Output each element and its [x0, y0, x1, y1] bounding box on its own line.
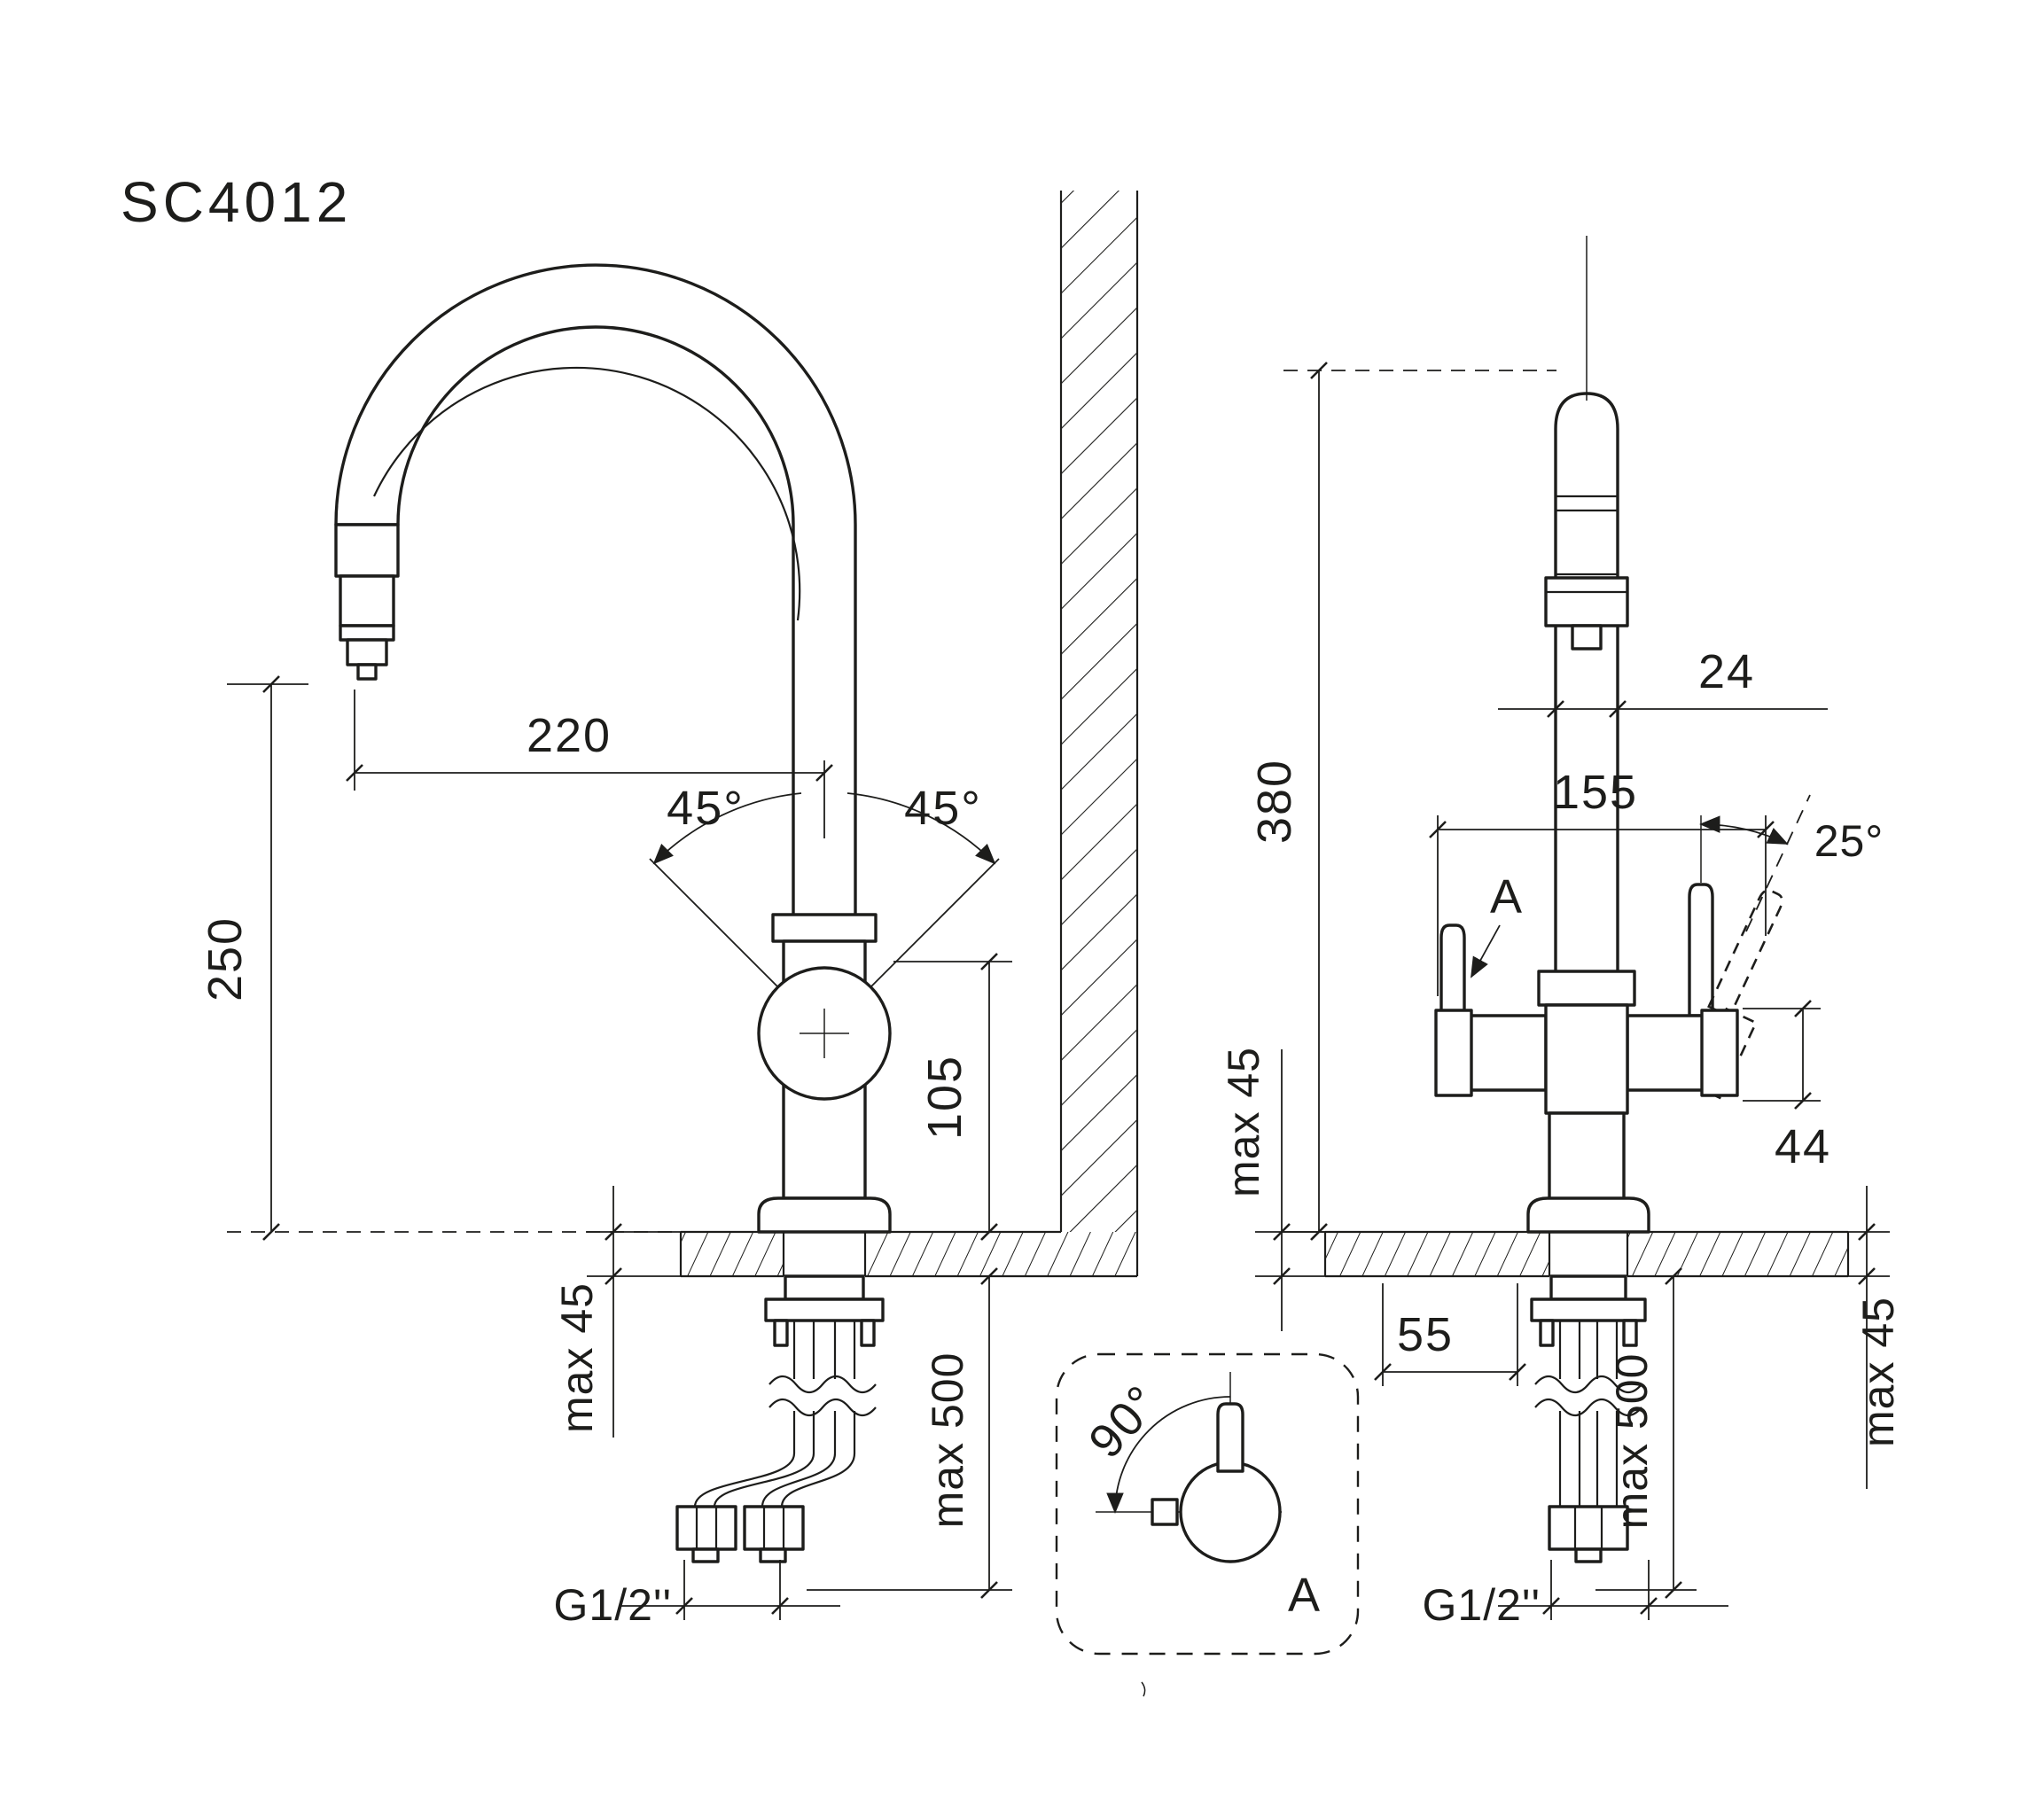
drawing-title: SC4012	[121, 170, 352, 234]
dim-thread-g12-front: G1/2''	[1423, 1560, 1728, 1630]
dim-label-g12-front: G1/2''	[1423, 1580, 1541, 1630]
handle-top-view	[1216, 1402, 1244, 1473]
left-arm	[1466, 1014, 1548, 1092]
hose-break-bottom	[768, 1398, 877, 1417]
dim-label-max45-front-left: max 45	[1219, 1047, 1268, 1197]
main-handle-tilted-phantom	[1707, 889, 1783, 1018]
dim-thread-g12-side: G1/2''	[554, 1560, 840, 1630]
dim-offset-55: 55	[1373, 1283, 1527, 1386]
dim-handle-tilt-25: 25°	[1699, 794, 1884, 932]
dim-spout-height-250: 250	[199, 674, 679, 1242]
dim-label-45-left: 45°	[667, 782, 745, 835]
riser-tube	[1554, 392, 1619, 977]
spacer-side	[784, 1274, 865, 1301]
dim-width-155: 155	[1428, 766, 1775, 996]
counter-left	[679, 1230, 1137, 1278]
base-flange-side	[757, 1196, 892, 1234]
mounting-bracket-side	[764, 1297, 885, 1322]
spout-end	[339, 574, 395, 627]
hose-break-top	[768, 1375, 877, 1394]
body-lower-front	[1548, 1111, 1626, 1202]
main-handle	[1688, 883, 1714, 1017]
dim-handle-angle-45: 45° 45°	[649, 782, 1000, 988]
body-collar-side	[771, 913, 878, 943]
dim-hose-max500-front: max 500	[1595, 1266, 1697, 1600]
aerator-front	[1571, 624, 1603, 651]
side-view-faucet	[334, 263, 892, 1234]
dim-counter-max45-side: max 45	[552, 1186, 683, 1438]
detail-label-a: A	[1288, 1569, 1322, 1622]
aerator-body	[346, 638, 388, 666]
counter-hole-right	[1548, 1230, 1629, 1278]
detail-view-a: 90° A	[1055, 1352, 1360, 1656]
dim-label-45-right: 45°	[904, 782, 982, 835]
side-view-undercounter	[675, 1274, 885, 1563]
spout-collar-front	[1544, 576, 1629, 627]
left-arm-cap	[1434, 1009, 1473, 1097]
spout-joint	[334, 523, 400, 578]
spout-top-view	[1151, 1498, 1179, 1526]
dim-label-24: 24	[1698, 645, 1755, 698]
dim-label-220: 220	[527, 709, 612, 762]
dim-handle-diameter-44: 44	[1743, 999, 1831, 1173]
section-marker-a: A	[1471, 870, 1524, 978]
dim-body-height-105: 105	[893, 952, 1012, 1242]
front-view-undercounter	[1530, 1274, 1647, 1563]
dim-hose-max500-side: max 500	[807, 1266, 1012, 1600]
filter-lever	[1439, 923, 1466, 1017]
stray-mark	[1141, 1681, 1146, 1697]
dim-label-55: 55	[1397, 1308, 1454, 1361]
dim-label-max45-front-right: max 45	[1853, 1297, 1903, 1447]
spacer-front	[1549, 1274, 1627, 1301]
hose-break-top-front	[1534, 1375, 1642, 1394]
gooseneck-spout	[334, 263, 857, 918]
supply-hose-nut-front	[1548, 1505, 1629, 1563]
hose-break-bottom-front	[1534, 1398, 1642, 1417]
mounting-bracket-front	[1530, 1297, 1647, 1322]
body-top-view	[1179, 1461, 1282, 1563]
wall-section	[1059, 191, 1139, 1276]
dim-total-height-380: 380	[1248, 236, 1588, 1242]
supply-hose-nut-2	[743, 1505, 805, 1563]
right-arm	[1626, 1014, 1707, 1092]
aerator-ring	[339, 624, 395, 642]
dim-label-105: 105	[918, 1055, 971, 1140]
detail-frame	[1055, 1352, 1360, 1656]
dim-label-max500-side: max 500	[923, 1352, 972, 1529]
section-label-a: A	[1490, 870, 1524, 923]
dim-counter-max45-front-left: max 45	[1219, 1047, 1328, 1331]
aerator-nozzle	[356, 663, 378, 681]
dim-label-g12-side: G1/2''	[554, 1580, 673, 1630]
dim-label-90: 90°	[1079, 1375, 1170, 1468]
dim-label-max45-side: max 45	[552, 1282, 602, 1433]
dim-spout-diameter-24: 24	[1498, 645, 1828, 719]
counter-hole-left	[782, 1230, 867, 1278]
dim-label-155: 155	[1553, 766, 1638, 819]
base-flange-front	[1526, 1196, 1650, 1234]
spout-inner-contour	[373, 366, 801, 621]
dim-label-44: 44	[1775, 1120, 1831, 1173]
dim-label-380: 380	[1248, 759, 1301, 844]
dim-label-max500-front: max 500	[1607, 1353, 1657, 1530]
dim-spout-reach-220: 220	[345, 690, 834, 838]
right-arm-cap	[1700, 1009, 1739, 1097]
dim-counter-max45-front-right: max 45	[1846, 1186, 1903, 1489]
body-collar-front	[1537, 970, 1636, 1007]
dim-label-250: 250	[199, 916, 252, 1001]
supply-hose-nut-1	[675, 1505, 737, 1563]
body-center-front	[1544, 1003, 1629, 1115]
dim-label-25: 25°	[1814, 816, 1884, 866]
